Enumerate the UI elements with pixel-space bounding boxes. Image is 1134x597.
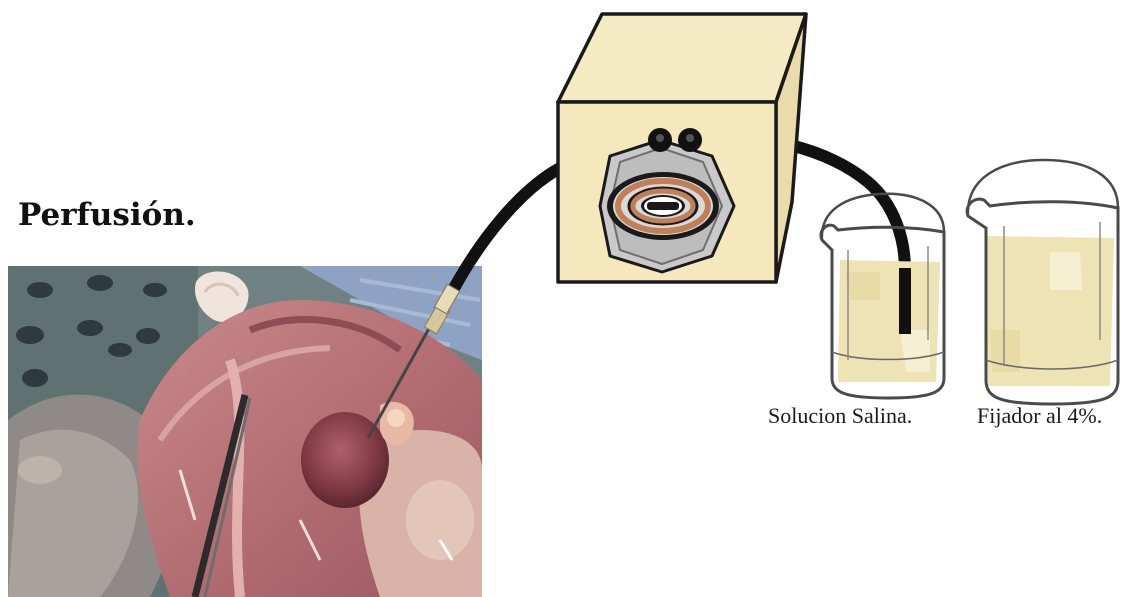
diagram-title: Perfusión. — [18, 197, 196, 233]
saline-beaker-label: Solucion Salina. — [768, 403, 912, 429]
glass-beaker-icon — [967, 160, 1118, 404]
tube-end-in-saline — [899, 268, 911, 334]
surgical-photo — [8, 266, 482, 597]
fixative-beaker-label: Fijador al 4%. — [977, 403, 1102, 429]
glass-beaker-icon — [821, 194, 944, 398]
